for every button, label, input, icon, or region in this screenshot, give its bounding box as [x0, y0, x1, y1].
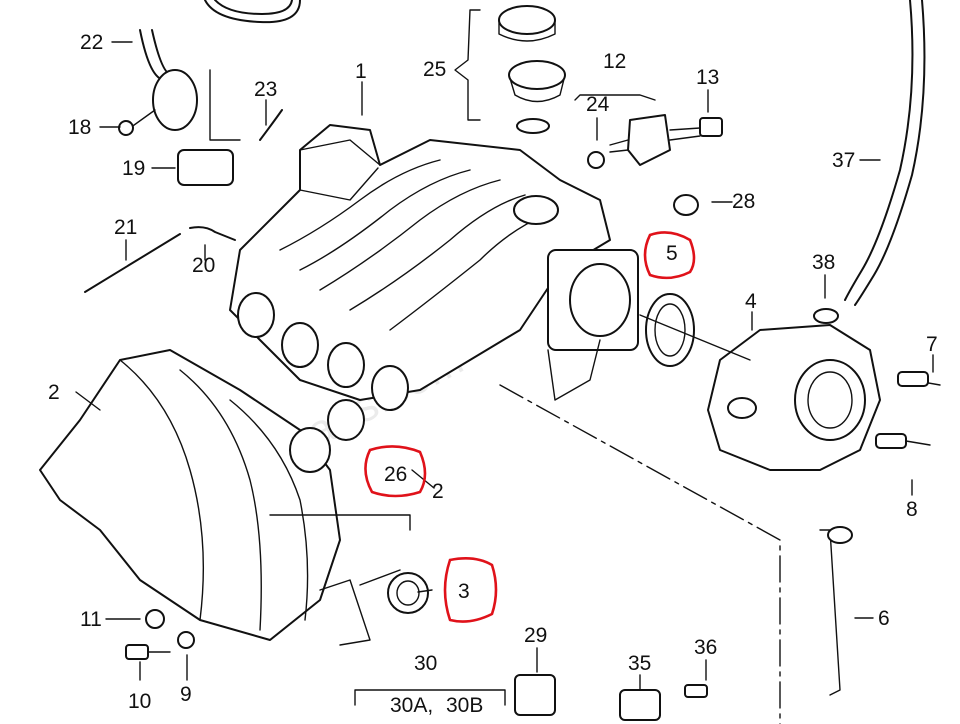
part-37-hose	[844, 0, 926, 306]
callout-21: 21	[114, 216, 137, 239]
callout-22: 22	[80, 31, 103, 54]
reference-line-gasket	[639, 314, 751, 361]
callout-26: 26	[384, 463, 407, 486]
reference-line-main	[499, 384, 781, 724]
callout-19: 19	[122, 157, 145, 180]
highlight-3	[443, 557, 498, 623]
highlight-5	[643, 231, 696, 280]
part-2-lower-manifold	[39, 349, 429, 646]
reference-line-flange	[359, 569, 401, 586]
callout-3: 3	[458, 580, 470, 603]
part-4-throttle-body	[645, 293, 941, 471]
callout-35: 35	[628, 652, 651, 675]
callout-11: 11	[80, 608, 102, 631]
callout-8: 8	[906, 498, 918, 521]
highlight-26	[364, 445, 427, 498]
bottom-parts	[125, 526, 853, 721]
callout-37: 37	[832, 149, 855, 172]
callout-20: 20	[192, 254, 215, 277]
callout-13: 13	[696, 66, 719, 89]
reference-line-bracket	[269, 514, 411, 531]
callout-38: 38	[812, 251, 835, 274]
callout-29: 29	[524, 624, 547, 647]
callout-30: 30	[414, 652, 437, 675]
part-1-upper-manifold	[229, 124, 639, 411]
leader-lines	[75, 41, 934, 706]
callout-23: 23	[254, 78, 277, 101]
callout-18: 18	[68, 116, 91, 139]
callout-6: 6	[878, 607, 890, 630]
callout-1: 1	[355, 60, 367, 83]
callout-12: 12	[603, 50, 626, 73]
callout-10: 10	[128, 690, 151, 713]
callout-5: 5	[666, 242, 678, 265]
callout-30b: 30B	[446, 694, 483, 717]
left-vacuum-components	[84, 29, 283, 293]
callout-4: 4	[745, 290, 757, 313]
callout-28: 28	[732, 190, 755, 213]
part-12-sensor	[574, 94, 723, 216]
callout-2-center: 2	[432, 480, 444, 503]
callout-2-left: 2	[48, 381, 60, 404]
callout-7: 7	[926, 333, 938, 356]
hose-top-left	[204, 0, 301, 24]
callout-24: 24	[586, 93, 610, 116]
callout-25: 25	[423, 58, 446, 81]
part-25-cap-assembly	[454, 5, 566, 134]
callout-36: 36	[694, 636, 717, 659]
callout-9: 9	[180, 683, 192, 706]
hose-top-left-inner	[214, 0, 293, 15]
callout-30a: 30A,	[390, 694, 433, 717]
